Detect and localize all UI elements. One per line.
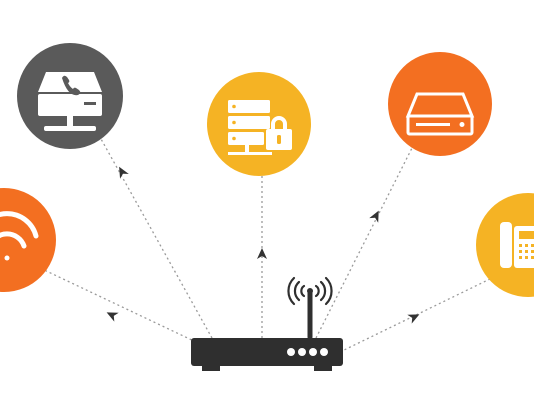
wireless-signal-icon bbox=[287, 276, 333, 306]
arrow-secure-server bbox=[257, 248, 267, 259]
node-voip-server bbox=[17, 43, 123, 149]
arrow-phone bbox=[407, 314, 420, 324]
drive-icon bbox=[405, 92, 475, 136]
phone-server-icon bbox=[38, 72, 102, 131]
desk-phone-icon bbox=[500, 222, 534, 268]
arrow-wifi bbox=[106, 312, 119, 322]
router-hub bbox=[191, 276, 343, 371]
connector-arrows bbox=[106, 166, 420, 324]
wifi-icon bbox=[0, 211, 39, 261]
router-status-lights bbox=[287, 348, 328, 356]
connector-phone bbox=[339, 277, 493, 353]
node-storage-device bbox=[388, 52, 492, 156]
connector-storage-device bbox=[315, 147, 413, 339]
node-phone bbox=[476, 193, 534, 297]
arrow-voip-server bbox=[119, 166, 129, 179]
locked-server-icon bbox=[228, 100, 292, 155]
connector-voip-server bbox=[95, 129, 213, 339]
connector-lines bbox=[39, 129, 493, 353]
router-antenna bbox=[307, 291, 313, 339]
node-secure-server bbox=[207, 72, 311, 176]
connector-wifi bbox=[39, 267, 197, 343]
arrow-storage-device bbox=[369, 210, 379, 223]
node-wifi bbox=[0, 188, 56, 292]
wifi-router-icon bbox=[191, 338, 343, 366]
